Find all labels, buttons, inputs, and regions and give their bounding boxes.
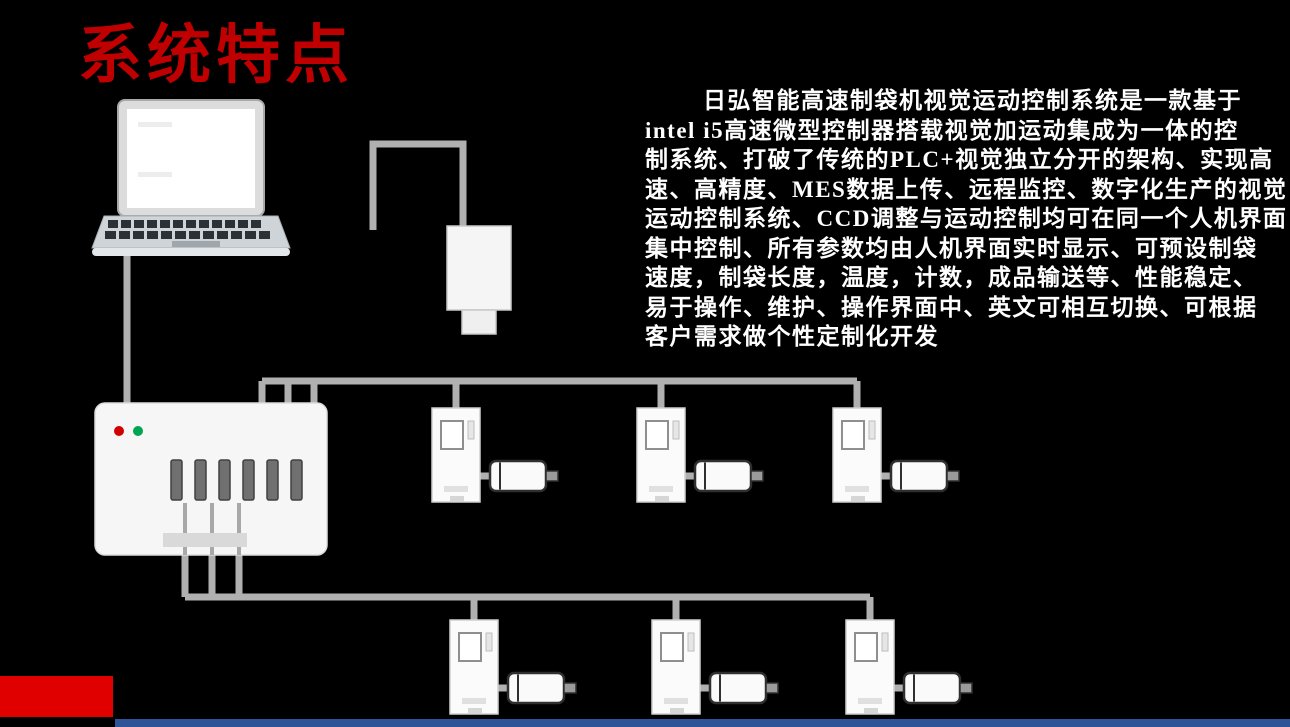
cable-lines [123, 140, 904, 692]
servo-motor-icon [889, 459, 961, 493]
description-line: 运动控制系统、CCD调整与运动控制均可在同一个人机界面 [645, 206, 1288, 231]
servo-drive-icon [636, 407, 686, 503]
camera-body [446, 225, 512, 311]
description-line: 集中控制、所有参数均由人机界面实时显示、可预设制袋 [645, 235, 1258, 261]
controller-label-plate [163, 533, 247, 547]
description-line: 制系统、打破了传统的PLC+视觉独立分开的架构、实现高 [645, 147, 1274, 172]
description-line: 速、高精度、MES数据上传、远程监控、数字化生产的视觉 [645, 176, 1288, 202]
top-bus-drops [452, 381, 861, 410]
servo-drive-icon [845, 619, 895, 715]
laptop-keys [105, 220, 270, 239]
ccd-camera-icon [446, 225, 512, 335]
motor-stub-cables [480, 472, 904, 692]
description-line: 客户需求做个性定制化开发 [645, 324, 939, 349]
laptop-front-lip [92, 248, 290, 256]
description-line: 易于操作、维护、操作界面中、英文可相互切换、可根据 [645, 294, 1258, 320]
camera-cable [369, 140, 467, 230]
red-accent-block [0, 676, 113, 717]
laptop-touchpad [172, 241, 220, 247]
laptop-icon [91, 99, 291, 256]
screen-watermark-mark [138, 172, 172, 177]
screen-watermark-mark [138, 122, 172, 127]
description-line: 速度，制袋长度，温度，计数，成品输送等、性能稳定、 [645, 265, 1258, 290]
green-led [133, 426, 143, 436]
servo-drive-icon [651, 619, 701, 715]
servo-motor-icon [902, 671, 974, 705]
servo-motor-icon [693, 459, 765, 493]
servo-drive-icon [449, 619, 499, 715]
servo-drive-icon [832, 407, 882, 503]
description-line: intel i5高速微型控制器搭载视觉加运动集成为一体的控 [645, 117, 1239, 143]
servo-motor-icon [488, 459, 560, 493]
controller-bottom-cables [181, 553, 243, 597]
red-led [114, 426, 124, 436]
camera-lens-mount [461, 309, 497, 335]
servo-motor-icon [506, 671, 578, 705]
description-paragraph: 日弘智能高速制袋机视觉运动控制系统是一款基于 intel i5高速微型控制器搭载… [645, 86, 1287, 352]
connector-slots [170, 459, 303, 501]
description-line: 日弘智能高速制袋机视觉运动控制系统是一款基于 [703, 88, 1242, 113]
controller-top-cables [258, 381, 318, 403]
servo-motor-icon [708, 671, 780, 705]
servo-drive-icon [431, 407, 481, 503]
footer-blue-bar [115, 719, 1290, 727]
motion-controller-icon [94, 402, 328, 556]
bottom-bus-drops [470, 597, 874, 622]
page-title: 系统特点 [78, 20, 354, 91]
